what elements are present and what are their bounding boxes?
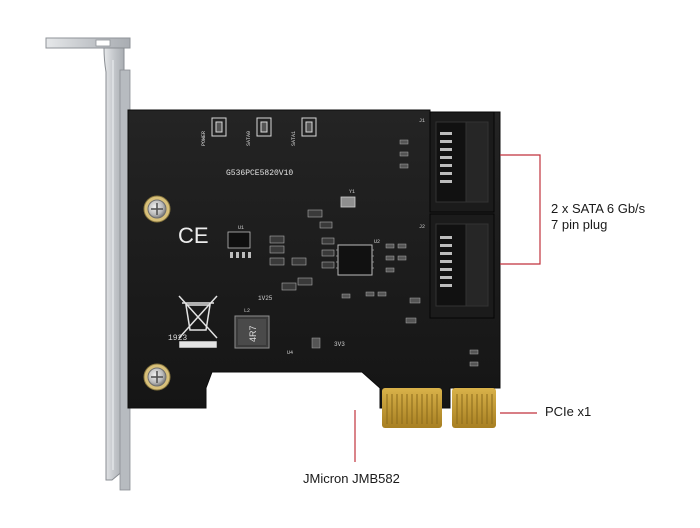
smd-components-right [311, 139, 479, 367]
board-model-text: G536PCE5820V10 [226, 169, 293, 178]
callout-pcie: PCIe x1 [545, 404, 592, 419]
ce-mark: CE [178, 223, 209, 248]
silk-y1: Y1 [349, 189, 355, 195]
pcie-gold-contacts [382, 388, 496, 428]
silk-j1: J1 [419, 118, 425, 124]
controller-chip [336, 244, 374, 276]
inductor-l2 [234, 315, 270, 349]
silk-1v25: 1V25 [258, 295, 273, 302]
led-indicators [211, 117, 317, 137]
silk-sata1: SATA1 [291, 131, 297, 146]
weee-bin-icon [178, 295, 218, 348]
callout-sata-line2: 7 pin plug [551, 217, 608, 232]
silk-power: POWER [201, 131, 207, 146]
callout-lines [354, 154, 541, 462]
silk-u1: U1 [238, 225, 244, 231]
silk-u4: U4 [287, 350, 293, 356]
smd-components-left [227, 209, 335, 291]
crystal-y1 [340, 196, 356, 208]
silk-3v3: 3V3 [334, 341, 345, 348]
callout-sata-line1: 2 x SATA 6 Gb/s [551, 201, 646, 216]
callout-chip: JMicron JMB582 [303, 471, 400, 486]
inductor-text: 4R7 [248, 325, 258, 342]
metal-bracket [45, 37, 131, 491]
sata-connector-2 [429, 213, 495, 319]
silk-u2: U2 [374, 239, 380, 245]
silk-sata0: SATA0 [246, 131, 252, 146]
callout-sata: 2 x SATA 6 Gb/s 7 pin plug [551, 201, 645, 233]
mounting-screw-top [143, 195, 171, 223]
sata-connector-1 [429, 111, 495, 213]
date-code: 1923 [168, 334, 187, 343]
silk-l2: L2 [244, 308, 250, 314]
mounting-screw-bottom [143, 363, 171, 391]
silk-j2: J2 [419, 224, 425, 230]
